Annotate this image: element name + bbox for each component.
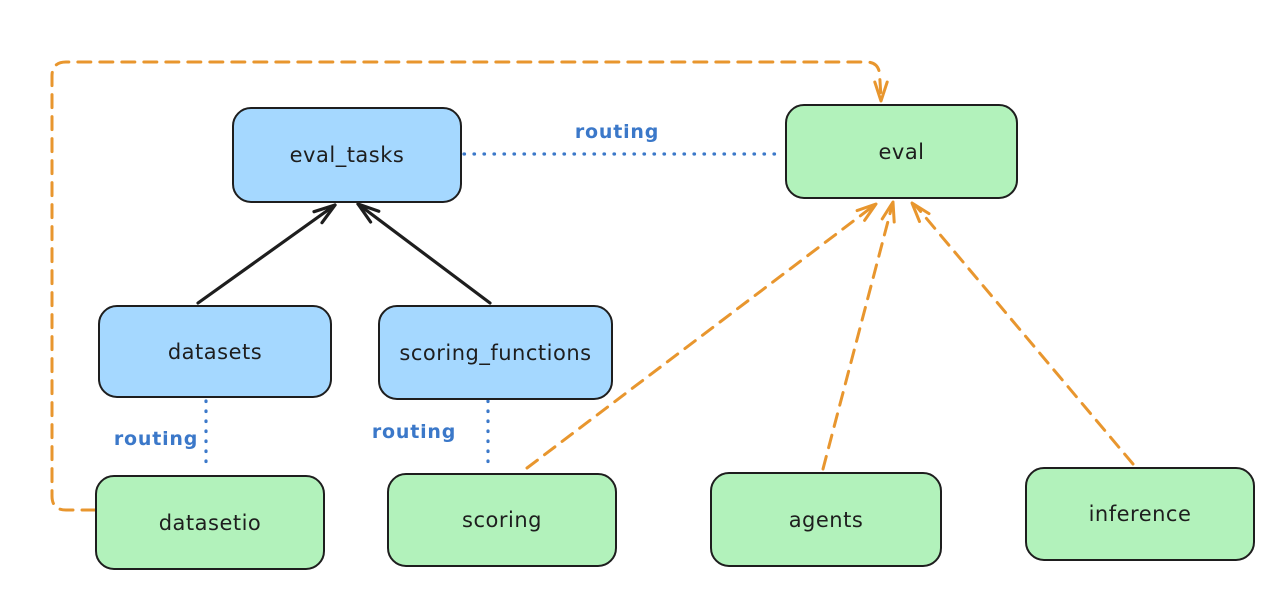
node-scoring-functions-label: scoring_functions — [399, 340, 592, 365]
node-datasets-label: datasets — [167, 339, 263, 364]
node-eval-label: eval — [878, 139, 925, 164]
node-datasetio: datasetio — [95, 475, 325, 570]
node-inference: inference — [1025, 467, 1255, 561]
edge-scoring-functions-to-eval-tasks — [356, 202, 492, 305]
node-datasetio-label: datasetio — [158, 510, 262, 535]
edge-label-routing-scoring: routing — [371, 421, 457, 443]
edge-agents-to-eval — [821, 200, 896, 471]
edge-inference-to-eval — [910, 201, 1135, 466]
edge-label-routing-datasets: routing — [113, 428, 199, 450]
node-eval-tasks: eval_tasks — [232, 107, 462, 203]
node-scoring: scoring — [387, 473, 617, 567]
edge-scoring-to-eval — [525, 202, 878, 470]
edge-datasets-to-eval-tasks — [196, 203, 337, 305]
node-scoring-label: scoring — [462, 508, 542, 532]
node-inference-label: inference — [1088, 502, 1192, 526]
node-agents-label: agents — [788, 507, 864, 532]
node-eval: eval — [785, 104, 1018, 199]
edge-datasetio-to-eval — [50, 60, 889, 512]
node-eval-tasks-label: eval_tasks — [289, 143, 405, 167]
node-agents: agents — [710, 472, 942, 567]
edge-label-routing-top: routing — [574, 121, 660, 143]
node-datasets: datasets — [98, 305, 332, 398]
node-scoring-functions: scoring_functions — [378, 305, 613, 400]
